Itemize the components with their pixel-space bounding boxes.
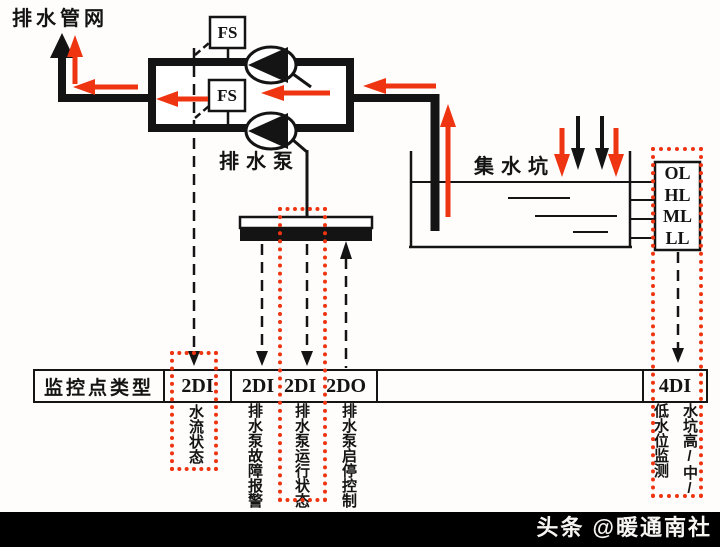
flow-switch-bottom-label: FS: [217, 85, 237, 105]
drain-network-label: 排水管网: [12, 8, 108, 30]
down-arrow-icon: [672, 348, 684, 363]
drain-pump-label: 排水泵: [219, 151, 300, 173]
sump-pit-label: 集水坑: [474, 156, 555, 178]
red-down-arrow-icon: [608, 154, 624, 177]
cell-value: 2DI: [181, 374, 214, 397]
label-pump-run-status: 排水泵运行状态: [293, 403, 310, 508]
table-header-text: 监控点类型: [43, 377, 154, 399]
level-labels: OL HL ML LL: [655, 163, 700, 249]
discharge-pipe: [50, 33, 150, 102]
flow-arrows: [67, 35, 624, 217]
down-arrow-icon: [301, 351, 313, 366]
red-left-arrow-icon: [156, 91, 178, 107]
level-ll: LL: [665, 227, 690, 248]
flow-switch-top-label: FS: [217, 22, 238, 42]
label-pump-fault-alarm: 排水泵故障报警: [246, 403, 263, 508]
black-down-arrow-icon: [571, 148, 585, 170]
red-up-arrow-icon: [440, 104, 456, 127]
drain-pump-bottom: [244, 111, 309, 218]
watermark-text: 头条 @暖通南社: [536, 515, 712, 540]
sump-tank: [409, 151, 632, 249]
suction-pipe: [350, 94, 440, 231]
flow-switch-bottom-box: [207, 78, 247, 113]
red-down-arrow-icon: [554, 154, 570, 177]
inflow-arrows: [571, 116, 609, 170]
bottom-bar: [0, 512, 720, 547]
table-cell-2di-flow: 2DI: [163, 369, 232, 403]
level-hl: HL: [664, 184, 691, 205]
pump-impeller-icon: [248, 47, 288, 83]
red-left-arrow-icon: [73, 79, 95, 95]
drain-pump-top: [244, 45, 312, 89]
level-ml: ML: [663, 206, 692, 227]
table-cell-4di-level: 4DI: [642, 369, 708, 403]
cell-value: 4DI: [658, 374, 692, 397]
red-left-arrow-icon: [261, 85, 284, 101]
red-left-arrow-icon: [363, 78, 386, 94]
up-arrow-icon: [340, 241, 352, 259]
cell-value: 2DI: [241, 374, 275, 397]
pit-cover-bar: [238, 215, 374, 241]
black-up-arrow-icon: [50, 33, 74, 58]
down-arrow-icon: [256, 351, 268, 366]
level-ol: OL: [664, 163, 691, 184]
flow-switch-top-box: [208, 15, 247, 50]
table-cell-pump-points: 2DI 2DI 2DO: [230, 369, 378, 403]
label-water-flow-status: 水流状态: [187, 404, 204, 464]
label-pump-start-stop: 排水泵启停控制: [340, 403, 357, 508]
black-down-arrow-icon: [595, 148, 609, 170]
down-arrow-icon: [188, 351, 200, 366]
cell-value: 2DO: [326, 374, 367, 397]
label-level-monitoring-left: 低水位监测: [652, 403, 669, 478]
pump-impeller-icon: [248, 113, 288, 149]
label-level-monitoring-right: 水坑高/中/: [681, 403, 698, 497]
red-up-arrow-icon: [67, 35, 83, 57]
table-header-cell: 监控点类型: [33, 369, 165, 403]
table-cell-empty: [376, 369, 644, 403]
cell-value: 2DI: [283, 374, 317, 397]
